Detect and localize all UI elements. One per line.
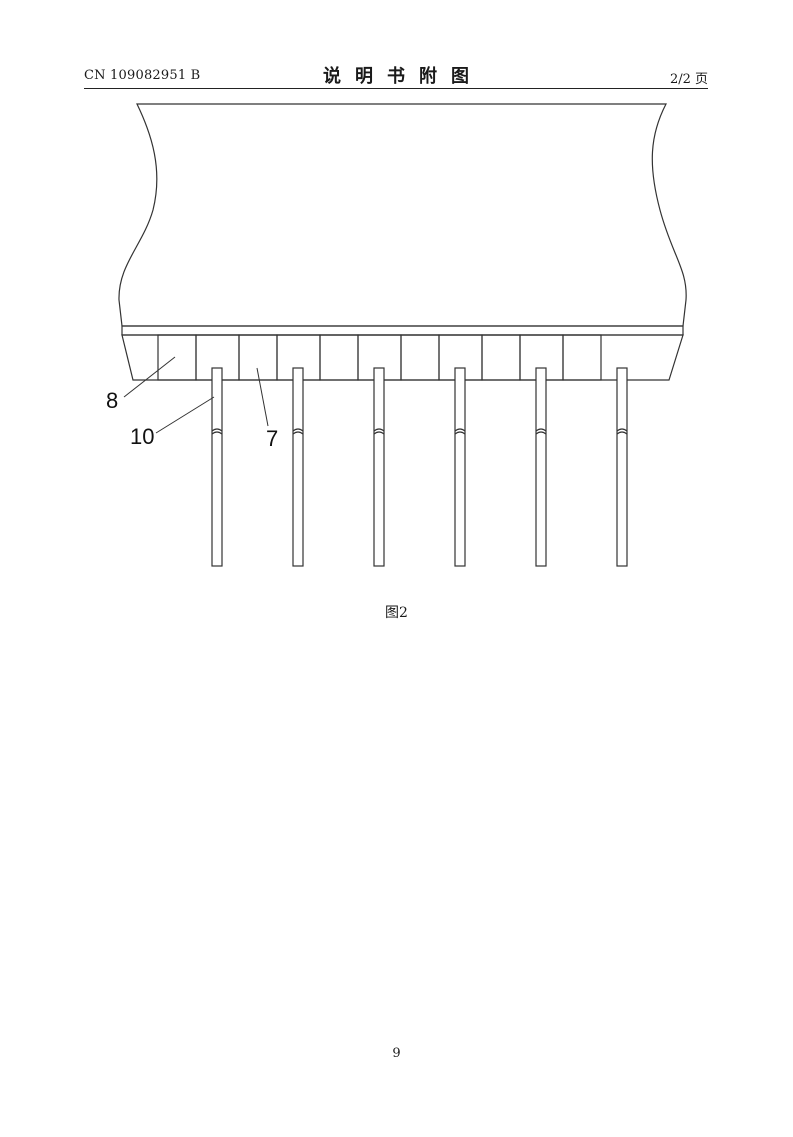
patent-drawing: 8 10 7 [106,103,687,567]
rod-joint [616,428,628,435]
ref-label-8: 8 [106,388,118,413]
rod-row [211,367,628,567]
rod-joint [373,428,385,435]
block [481,334,521,381]
rod [373,367,385,567]
page-header: CN 109082951 B 说明书附图 2/2 页 [84,62,708,89]
block-row [157,334,602,381]
leader-line-8 [123,356,176,398]
rod [535,367,547,567]
figure-caption: 图2 [385,605,408,621]
rod [211,367,223,567]
rod-joint [454,428,466,435]
block [400,334,440,381]
separator-band [121,325,684,336]
block [562,334,602,381]
rod-joint [292,428,304,435]
block [319,334,359,381]
patent-number: CN 109082951 B [84,68,201,83]
leader-line-10 [155,396,215,434]
ref-label-7: 7 [266,426,278,451]
main-body-outline [118,103,687,327]
ref-label-10: 10 [130,424,154,449]
block [157,334,197,381]
rod-joint [211,428,223,435]
base-plate [121,334,684,381]
rod [616,367,628,567]
rod [292,367,304,567]
rod [454,367,466,567]
rod-joint [535,428,547,435]
page-number: 9 [392,1046,401,1061]
page-indicator: 2/2 页 [669,72,708,87]
leader-line-7 [256,367,269,427]
header-title: 说明书附图 [323,66,483,87]
